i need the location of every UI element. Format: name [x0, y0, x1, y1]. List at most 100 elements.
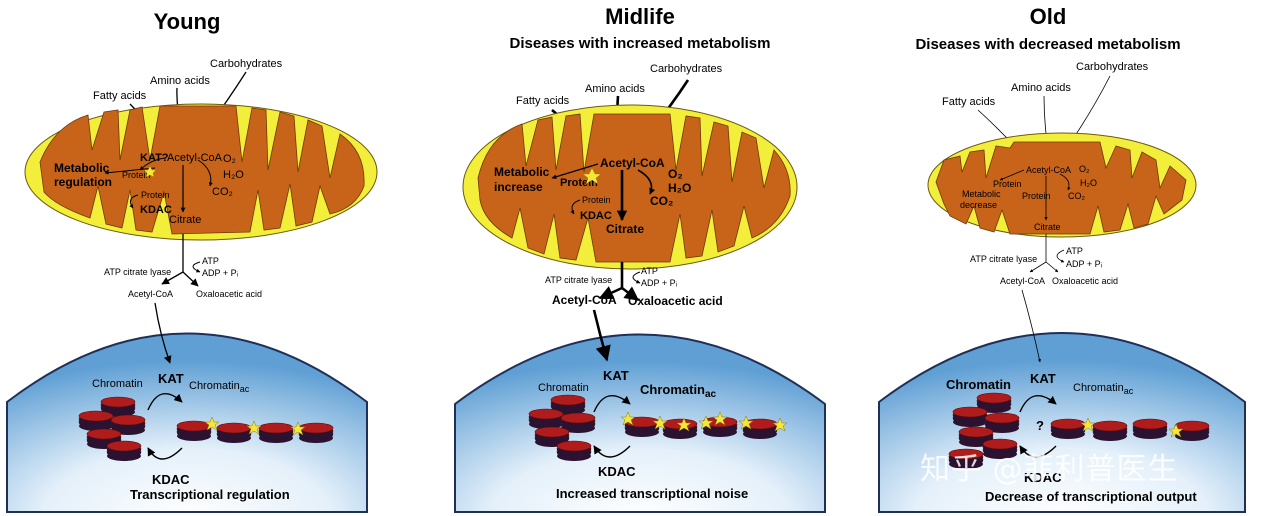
arrow-oxidation	[197, 159, 213, 187]
kdac-nucleus-label: KDAC	[1024, 470, 1062, 485]
kdac-label: KDAC	[580, 210, 612, 222]
adp-label: ADP + Pᵢ	[641, 278, 677, 288]
acetyl-star	[582, 167, 602, 185]
oxaloacetic-acid-label: Oxaloacetic acid	[196, 289, 262, 299]
kdac-nucleus-label: KDAC	[152, 472, 190, 487]
arrow-acetyl-coa-into-nucleus	[592, 309, 611, 362]
protein-label-2: Protein	[1022, 191, 1051, 201]
oxaloacetic-acid-label: Oxaloacetic acid	[628, 294, 723, 308]
o2-label: O₂	[223, 153, 236, 165]
kat-label: KAT	[603, 368, 629, 383]
panel-subtitle: Diseases with increased metabolism	[510, 35, 771, 52]
arrow-to-oxaloacetic	[182, 271, 199, 287]
arrow-to-acetyl-coa	[161, 271, 184, 285]
mitochondrion	[462, 104, 798, 270]
arrow-to-oxaloacetic	[621, 286, 640, 301]
o2-label: O₂	[668, 167, 683, 181]
chromatin-ac-label: Chromatinac	[640, 382, 717, 400]
metabolic-label: Metabolic	[54, 161, 110, 175]
kat-label: KAT	[158, 371, 184, 386]
kdac-label: KDAC	[140, 204, 172, 216]
arrow-oxidation	[1059, 173, 1071, 191]
acetyl-marks	[620, 411, 788, 432]
acetyl-star	[143, 165, 157, 178]
cyto-acetyl-coa-label: Acetyl-CoA	[552, 293, 617, 307]
chromatin-ac-label: Chromatinac	[189, 380, 250, 394]
nucleus-caption: Increased transcriptional noise	[556, 486, 748, 501]
arrow-to-acetyl-coa	[1029, 261, 1047, 273]
arrow-to-oxaloacetic	[1045, 261, 1059, 273]
mitochondrion	[927, 132, 1197, 238]
metabolic-label: Metabolic	[494, 165, 550, 179]
question-mark: ?	[1036, 418, 1044, 433]
adp-label: ADP + Pᵢ	[1066, 259, 1102, 269]
panel-title: Old	[1030, 4, 1067, 29]
atp-label: ATP	[202, 256, 219, 266]
arrow-atp-adp	[632, 271, 641, 284]
panel-midlife: Midlife Diseases with increased metaboli…	[454, 4, 826, 513]
mitochondrial-matrix	[39, 105, 365, 235]
arrow-acetyl-coa-into-nucleus	[1021, 289, 1041, 363]
co2-label: CO₂	[1068, 191, 1086, 201]
arrow-acetylation-kat	[147, 393, 183, 411]
arrow-atp-adp	[192, 261, 201, 273]
watermark: 知乎 @菲利普医生	[920, 452, 1179, 487]
arrow-deacetylation	[129, 194, 139, 209]
co2-label: CO₂	[212, 186, 233, 198]
arrow-deacetylation-kdac	[1019, 445, 1057, 458]
acetyl-coa-label: Acetyl-CoA	[1026, 165, 1071, 175]
arrow-metabolic-decrease	[999, 169, 1025, 181]
oxaloacetic-acid-label: Oxaloacetic acid	[1052, 276, 1118, 286]
atp-citrate-lyase-label: ATP citrate lyase	[545, 275, 612, 285]
acetyl-marks	[1080, 417, 1184, 438]
arrow-to-acetyl-coa	[598, 286, 623, 300]
acetyl-coa-label: Acetyl-CoA	[600, 156, 665, 170]
mitochondrial-matrix	[477, 113, 791, 263]
input-amino-acids: Amino acids	[585, 83, 645, 95]
arrow-deacetylation-kdac	[147, 447, 183, 460]
input-carbohydrates: Carbohydrates	[210, 58, 283, 70]
input-fatty-acids: Fatty acids	[942, 96, 996, 108]
metabolic-sublabel: decrease	[960, 200, 997, 210]
nucleus-caption: Transcriptional regulation	[130, 487, 290, 502]
input-amino-acids: Amino acids	[1011, 82, 1071, 94]
cyto-acetyl-coa-label: Acetyl-CoA	[128, 289, 173, 299]
protein-label: Protein	[122, 170, 151, 180]
chromatin-label: Chromatin	[946, 377, 1011, 392]
adp-label: ADP + Pᵢ	[202, 268, 238, 278]
cyto-acetyl-coa-label: Acetyl-CoA	[1000, 276, 1045, 286]
o2-label: O₂	[1079, 164, 1090, 174]
mitochondrial-matrix	[935, 141, 1187, 235]
citrate-label: Citrate	[1034, 222, 1061, 232]
co2-label: CO₂	[650, 194, 673, 208]
input-carbohydrates: Carbohydrates	[650, 63, 723, 75]
metabolic-sublabel: increase	[494, 180, 543, 194]
protein-label: Protein	[993, 179, 1022, 189]
input-fatty-acids: Fatty acids	[516, 95, 570, 107]
citrate-label: Citrate	[606, 222, 644, 236]
atp-citrate-lyase-label: ATP citrate lyase	[970, 254, 1037, 264]
atp-citrate-lyase-label: ATP citrate lyase	[104, 267, 171, 277]
input-amino-acids: Amino acids	[150, 75, 210, 87]
arrow-acetylation-kat	[1019, 395, 1057, 413]
arrow-metabolic-increase	[551, 163, 599, 180]
h2o-label: H₂O	[223, 169, 244, 181]
protein-label-2: Protein	[582, 195, 611, 205]
h2o-label: H₂O	[668, 181, 691, 195]
chromatin-ac-label: Chromatinac	[1073, 382, 1134, 396]
input-carbohydrates: Carbohydrates	[1076, 61, 1149, 73]
metabolic-sublabel: regulation	[54, 175, 112, 189]
arrow-metabolic-regulation	[104, 167, 156, 175]
arrow-acetyl-coa-into-nucleus	[154, 302, 172, 364]
panel-subtitle: Diseases with decreased metabolism	[915, 36, 1180, 53]
metabolic-label: Metabolic	[962, 189, 1001, 199]
protein-label-2: Protein	[141, 190, 170, 200]
arrow-atp-adp	[1056, 249, 1065, 263]
arrow-deacetylation	[570, 199, 581, 215]
arrow-oxidation	[637, 169, 656, 195]
arrow-acetylation-kat	[593, 395, 631, 413]
atp-label: ATP	[641, 266, 658, 276]
kdac-nucleus-label: KDAC	[598, 464, 636, 479]
mitochondrion	[24, 103, 378, 241]
kat-label: KAT	[1030, 371, 1056, 386]
